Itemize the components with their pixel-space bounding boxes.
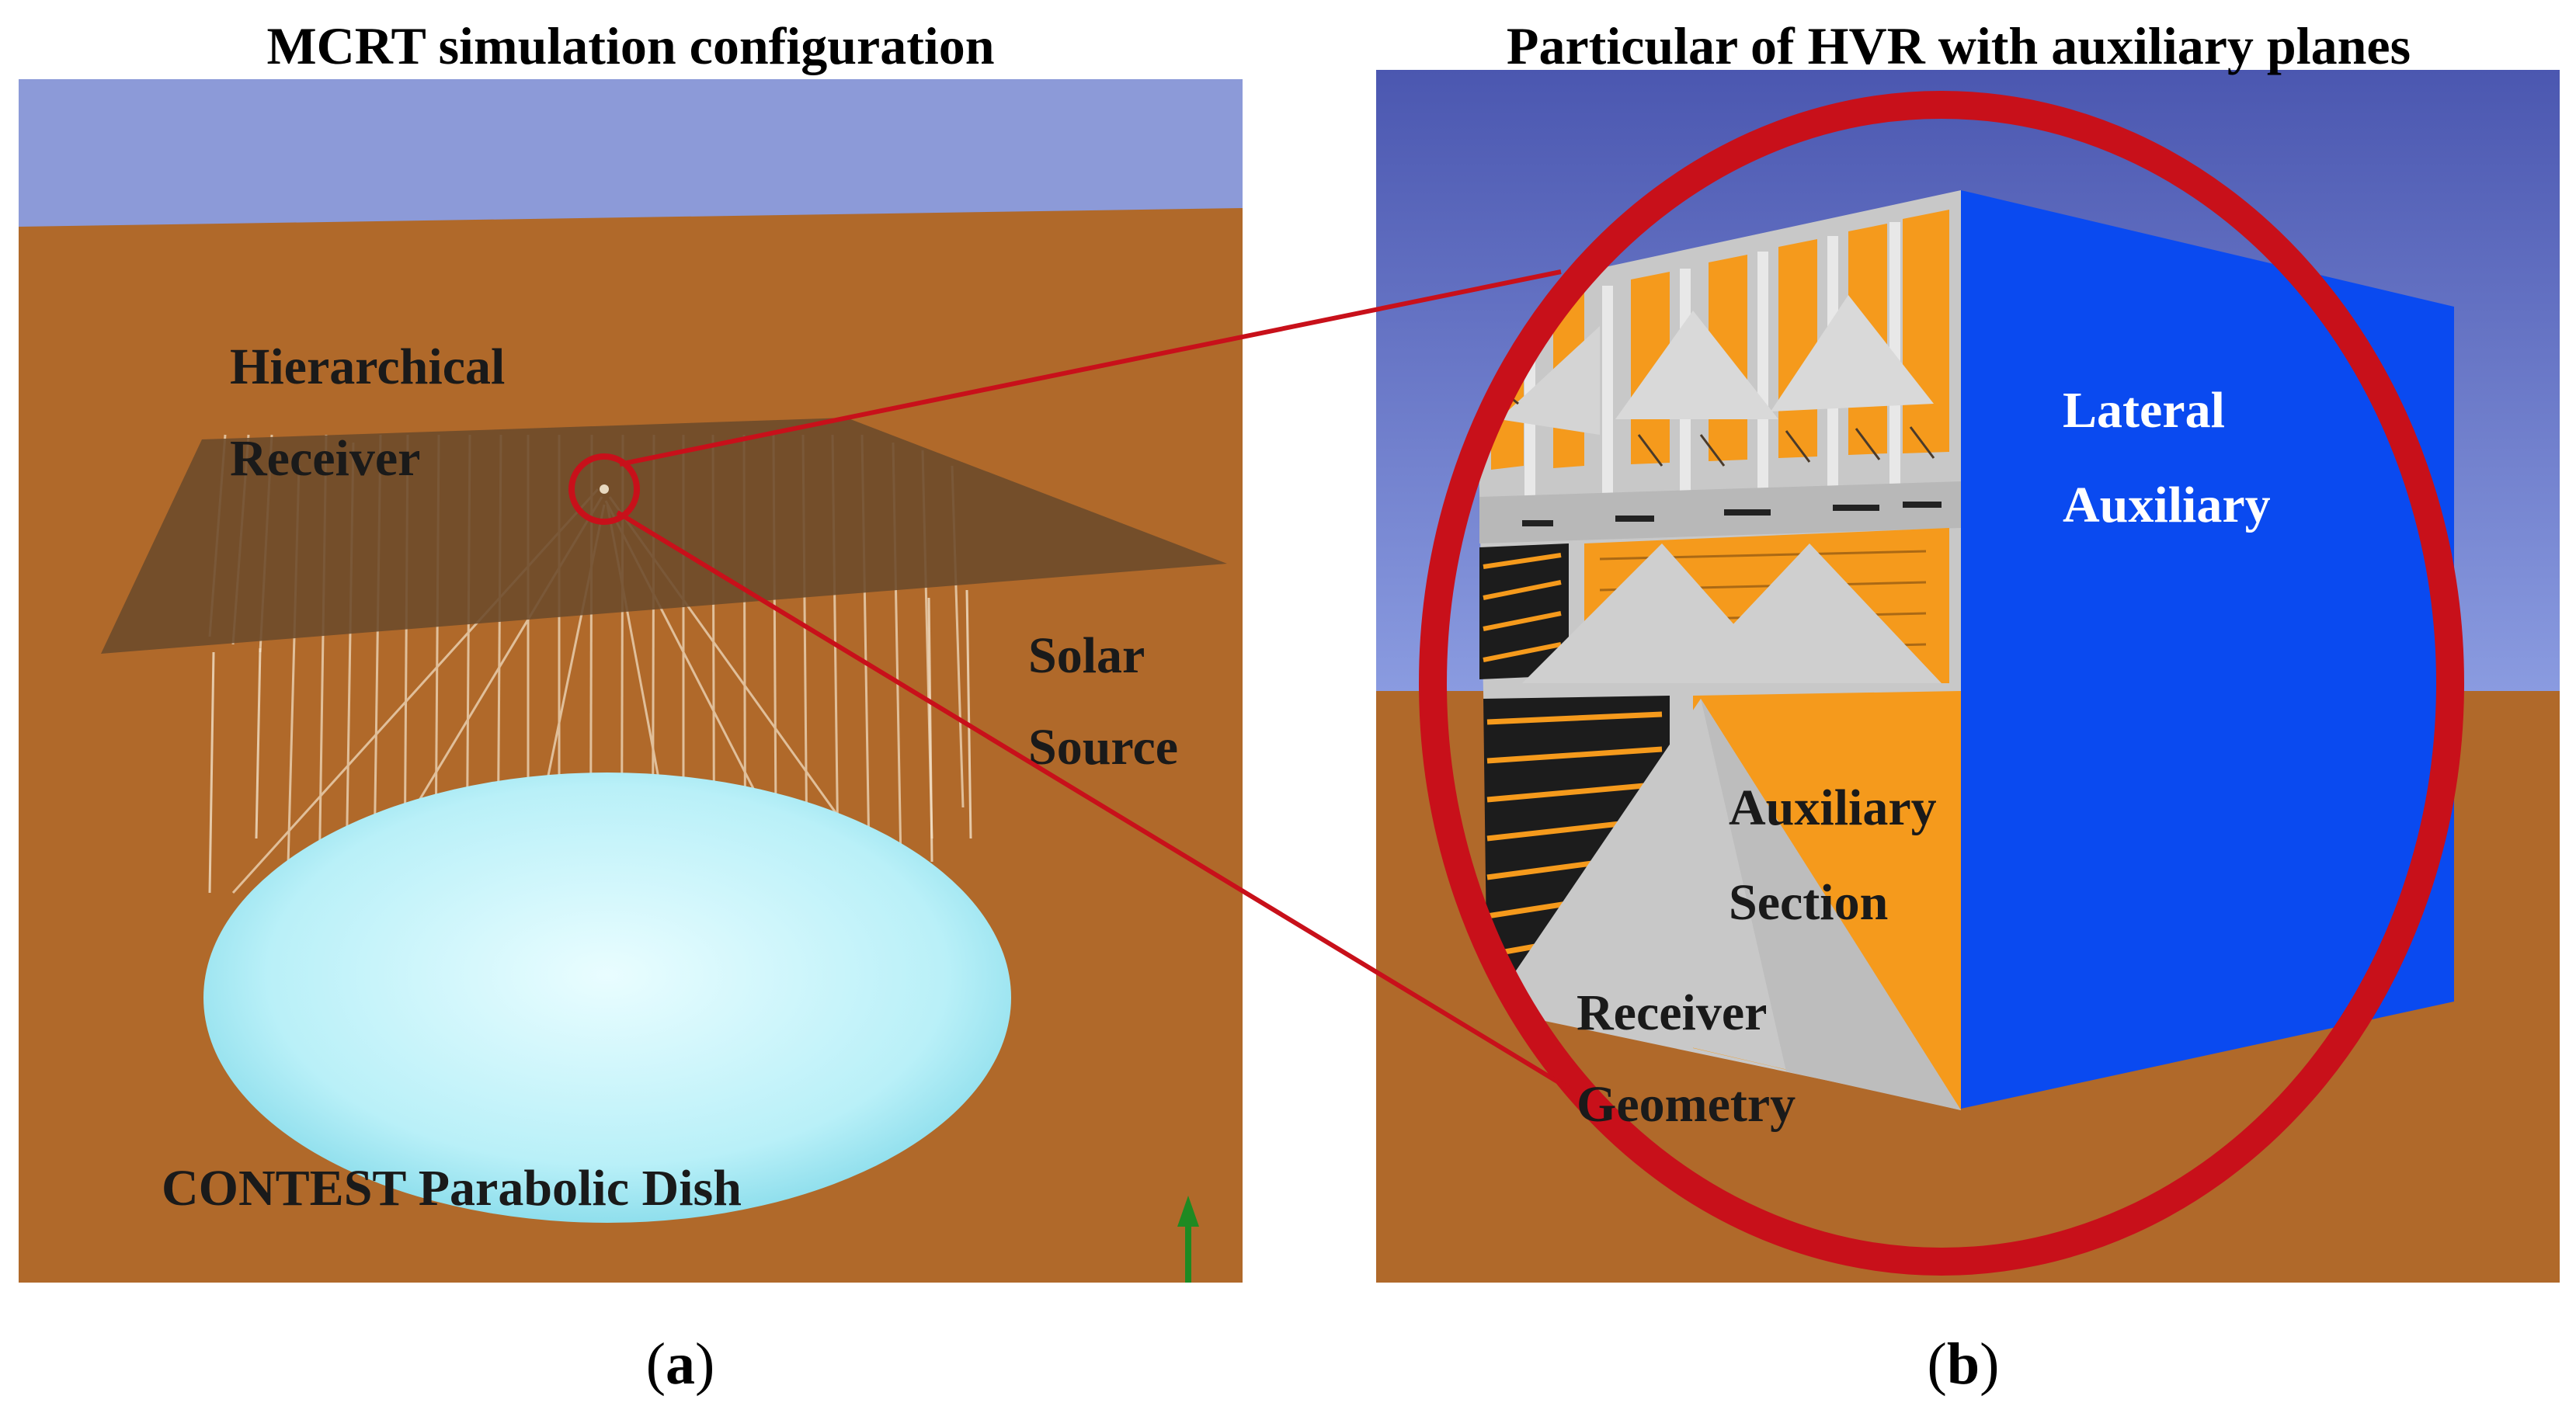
parabolic-dish xyxy=(203,772,1011,1223)
label-hierarchical: Hierarchical xyxy=(230,339,505,395)
caption-b-close: ) xyxy=(1980,1331,1999,1397)
label-receiver-b: Receiver xyxy=(1577,984,1767,1041)
panel-b: Particular of HVR with auxiliary planes … xyxy=(616,16,2560,1397)
hierarchical-receiver-plane xyxy=(101,418,1227,654)
highlight-ring xyxy=(1419,91,2464,1276)
caption-b: (b) xyxy=(1928,1331,2000,1397)
zoom-line-top xyxy=(619,269,1562,467)
label-auxiliary-lateral: Auxiliary xyxy=(2063,477,2271,533)
label-geometry: Geometry xyxy=(1577,1076,1796,1133)
panel-a: MCRT simulation configuration xyxy=(19,16,1243,1397)
zoom-line-bottom xyxy=(616,510,1578,1095)
caption-a-open: ( xyxy=(646,1331,666,1397)
receiver-highlight-circle xyxy=(568,453,640,525)
caption-a-letter: a xyxy=(666,1331,695,1397)
label-dish: CONTEST Parabolic Dish xyxy=(162,1160,742,1217)
label-auxiliary-section: Auxiliary xyxy=(1729,779,1937,836)
caption-b-open: ( xyxy=(1928,1331,1947,1397)
panel-b-title: Particular of HVR with auxiliary planes xyxy=(1507,16,2411,75)
label-solar: Solar xyxy=(1028,627,1145,684)
label-receiver-a: Receiver xyxy=(230,430,420,487)
label-source: Source xyxy=(1028,719,1178,776)
up-arrow-icon xyxy=(1177,1196,1199,1283)
caption-a-close: ) xyxy=(695,1331,714,1397)
caption-b-letter: b xyxy=(1947,1331,1980,1397)
label-lateral: Lateral xyxy=(2063,382,2225,439)
panel-a-sky xyxy=(19,79,1243,227)
label-section: Section xyxy=(1729,874,1888,931)
caption-a: (a) xyxy=(646,1331,715,1397)
panel-a-title: MCRT simulation configuration xyxy=(266,16,994,75)
lateral-auxiliary-plane xyxy=(1961,190,2454,1109)
